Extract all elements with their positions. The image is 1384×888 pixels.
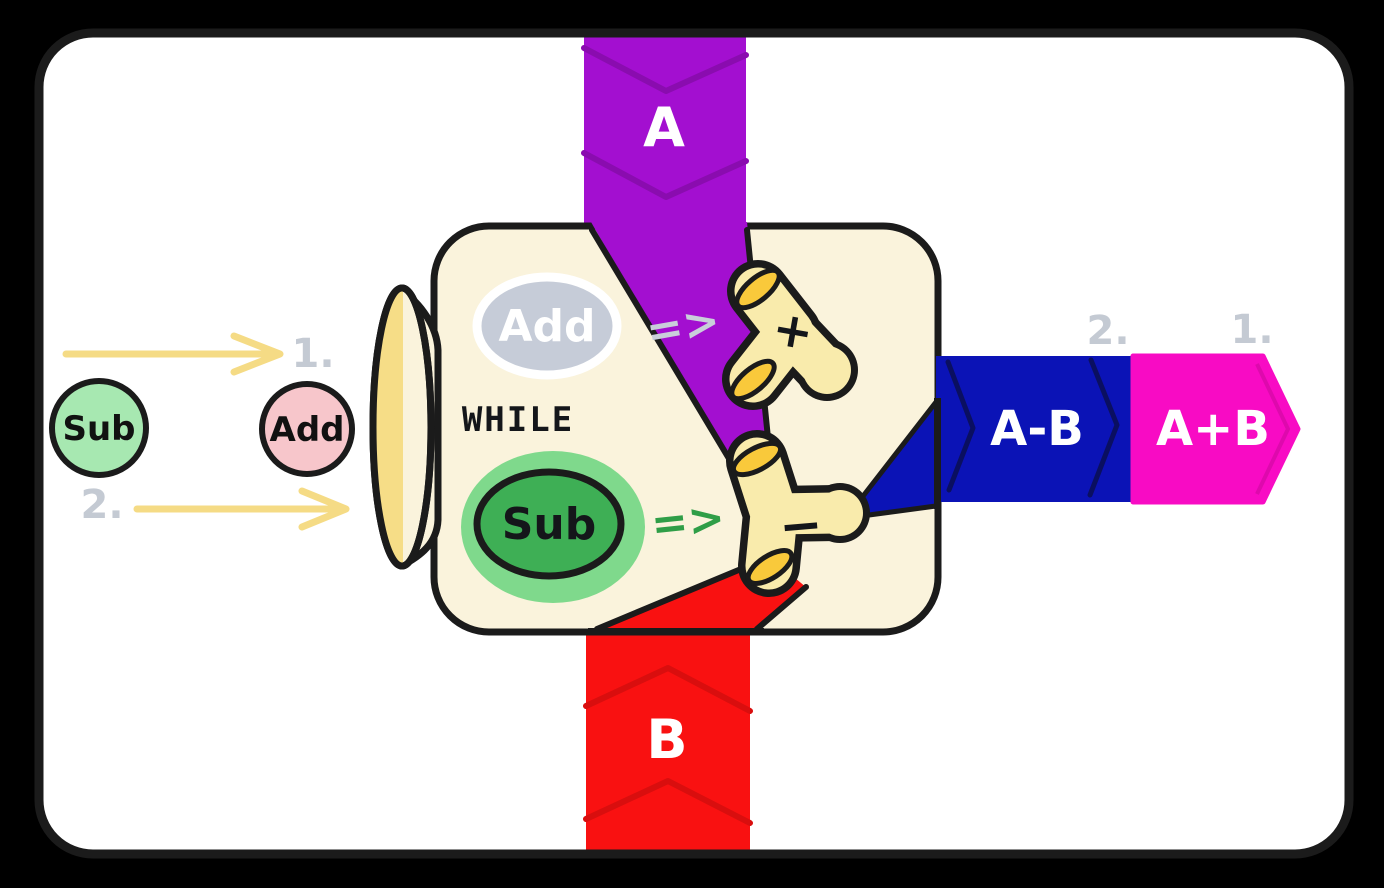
output-sum: A+B <box>1130 353 1301 505</box>
output-sum-tip-line <box>1255 363 1291 495</box>
sub-chip <box>473 468 625 580</box>
sub-rule: Sub => <box>461 451 727 603</box>
add-rule: Add => <box>472 272 724 380</box>
plus-spout-opening-top <box>734 267 782 311</box>
sub-chip-label: Sub <box>502 499 597 550</box>
output-diff: A-B <box>857 356 1133 518</box>
minus-spout-opening-bottom <box>745 548 795 586</box>
output-diff-chevrons <box>945 357 1120 498</box>
stream-b-label: B <box>646 708 687 771</box>
plus-spout: + <box>722 260 858 410</box>
minus-spout-label: − <box>777 494 826 558</box>
sub-rule-arrow: => <box>649 492 728 550</box>
token-arrow-2 <box>133 487 350 531</box>
output-order-1: 1. <box>1230 307 1273 353</box>
output-diff-label: A-B <box>990 401 1084 457</box>
machine-keyword: WHILE <box>462 400 574 440</box>
card-border <box>34 28 1354 859</box>
output-order-2: 2. <box>1086 308 1129 354</box>
input-stream-b: B <box>583 633 753 855</box>
funnel-lens-outline <box>369 284 435 570</box>
token-order-2: 2. <box>80 482 123 528</box>
token-order-1: 1. <box>291 331 334 377</box>
token-add: Add <box>259 381 355 477</box>
add-rule-arrow: => <box>642 295 723 358</box>
plus-spout-opening-bottom <box>729 358 777 402</box>
output-sum-band <box>1130 353 1301 505</box>
token-sub: Sub <box>49 378 149 478</box>
funnel <box>369 284 442 570</box>
minus-spout: − <box>726 430 870 597</box>
token-sub-label: Sub <box>62 409 135 449</box>
token-arrow-1 <box>62 332 284 376</box>
input-stream-a: A <box>581 34 749 232</box>
add-chip-label: Add <box>498 301 595 352</box>
output-sum-label: A+B <box>1156 401 1270 457</box>
stream-a-chevrons <box>581 45 749 200</box>
token-add-label: Add <box>270 410 345 450</box>
stream-a-label: A <box>643 96 685 159</box>
stream-b-chevrons <box>583 665 753 826</box>
minus-spout-opening-top <box>730 440 784 478</box>
plus-spout-label: + <box>768 300 817 362</box>
add-chip <box>472 272 622 380</box>
